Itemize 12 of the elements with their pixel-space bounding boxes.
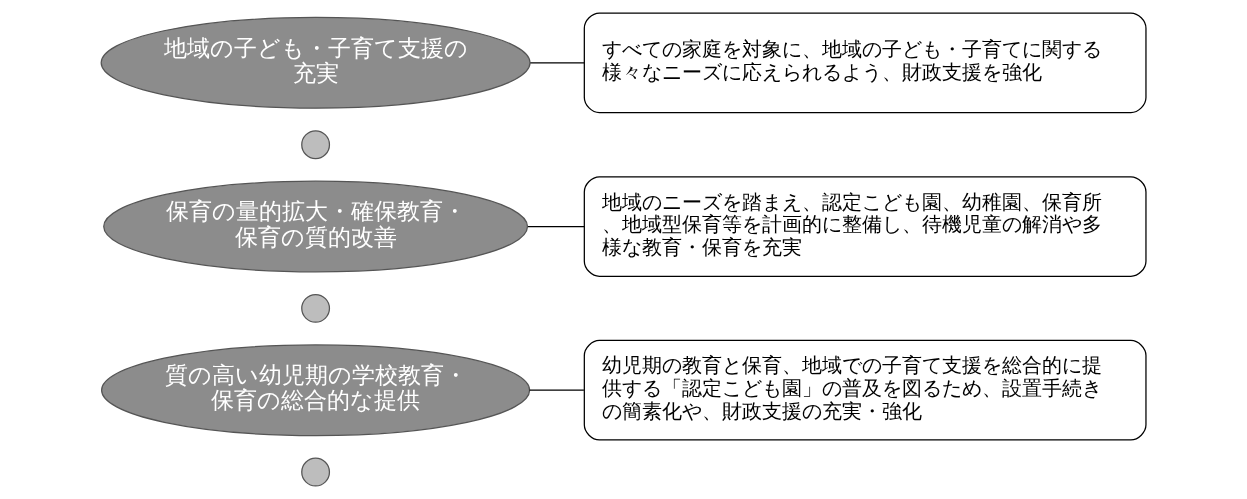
node-circle (301, 130, 331, 160)
node-ellipse: 地域の子ども・子育て支援の充実 (100, 16, 531, 109)
connector (527, 225, 585, 228)
node-box: すべての家庭を対象に、地域の子ども・子育てに関する様々なニーズに応えられるよう、財政支援を強化 (583, 12, 1147, 114)
node-circle (301, 293, 331, 323)
connector (529, 62, 585, 64)
node-ellipse: 質の高い幼児期の学校教育・保育の総合的な提供 (100, 344, 531, 437)
node-box: 幼児期の教育と保育、地域での子育て支援を総合的に提供する「認定こども園」の普及を図るため、設置手続きの簡素化や、財政支援の充実・強化 (583, 339, 1147, 441)
connector (528, 389, 585, 391)
node-box: 地域のニーズを踏まえ、認定こども園、幼稚園、保育所、地域型保育等を計画的に整備し、待機児童の解消や多様な教育・保育を充実 (583, 176, 1147, 277)
node-circle (301, 457, 331, 487)
node-ellipse: 保育の量的拡大・確保教育・保育の質的改善 (103, 180, 529, 273)
